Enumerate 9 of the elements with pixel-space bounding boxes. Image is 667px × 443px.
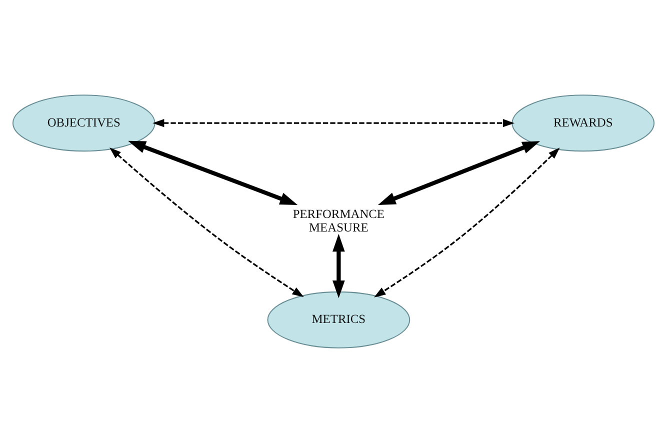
arrow (128, 140, 298, 205)
arrow (152, 119, 515, 128)
node-text: PERFORMANCE MEASURE (292, 206, 385, 234)
arrow (374, 148, 560, 298)
arrow (378, 141, 540, 205)
node-ellipse: METRICS (267, 291, 410, 348)
arrow (110, 147, 304, 298)
arrow (332, 234, 345, 298)
node-ellipse: REWARDS (512, 94, 655, 152)
